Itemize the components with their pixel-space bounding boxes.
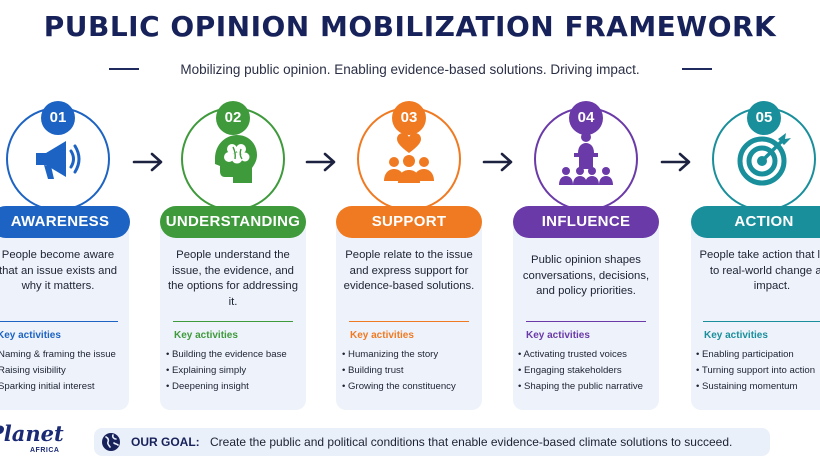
divider [703,321,820,322]
subtitle-divider-right [682,68,712,70]
stage-title: SUPPORT [336,206,482,238]
list-item: Turning support into action [696,363,815,379]
arrow-right-icon [660,152,691,172]
goal-label: OUR GOAL: [131,435,200,449]
stage-number: 04 [569,101,603,135]
divider [173,321,293,322]
list-item: Building trust [342,363,456,379]
stage-number: 01 [41,101,75,135]
stage-description: Public opinion shapes conversations, dec… [522,254,650,297]
goal-bar [94,428,770,456]
key-activities-heading: Key activities [174,330,238,341]
stage-description: People become aware that an issue exists… [0,249,118,292]
planet-africa-logo: Planet AFRICA [0,420,64,458]
target-arrow-icon [737,133,791,186]
list-item: Humanizing the story [342,347,456,363]
arrow-right-icon [132,152,163,172]
list-item: Raising visibility [0,363,116,379]
logo-text: Planet [0,421,64,446]
subtitle-divider-left [109,68,139,70]
page-title: PUBLIC OPINION MOBILIZATION FRAMEWORK [43,10,777,43]
divider [526,321,646,322]
stage-number: 03 [392,101,426,135]
list-item: Building the evidence base [166,347,287,363]
key-activities-heading: Key activities [704,330,768,341]
activities-list: Activating trusted voices Engaging stake… [518,347,643,395]
logo-subtext: AFRICA [30,447,60,454]
divider [0,321,118,322]
stage-title: AWARENESS [0,206,130,238]
activities-list: Humanizing the story Building trust Grow… [342,347,456,395]
list-item: Sustaining momentum [696,379,815,395]
key-activities-heading: Key activities [350,330,414,341]
activities-list: Enabling participation Turning support i… [696,347,815,395]
list-item: Shaping the public narrative [518,379,643,395]
heart-people-icon [384,133,434,183]
goal-text: Create the public and political conditio… [210,435,733,449]
arrow-right-icon [305,152,336,172]
stage-title: ACTION [691,206,820,238]
globe-icon [102,433,120,451]
list-item: Engaging stakeholders [518,363,643,379]
stage-title: UNDERSTANDING [160,206,306,238]
podium-audience-icon [559,132,613,185]
stage-description: People take action that leads to real-wo… [699,249,820,292]
megaphone-icon [36,141,81,179]
stage-description: People understand the issue, the evidenc… [168,249,298,308]
page-subtitle: Mobilizing public opinion. Enabling evid… [180,62,640,77]
activities-list: Building the evidence base Explaining si… [166,347,287,395]
stage-number: 02 [216,101,250,135]
list-item: Explaining simply [166,363,287,379]
activities-list: Naming & framing the issue Raising visib… [0,347,116,395]
list-item: Naming & framing the issue [0,347,116,363]
stage-title: INFLUENCE [513,206,659,238]
brain-head-icon [215,135,257,183]
stage-number: 05 [747,101,781,135]
list-item: Sparking initial interest [0,379,116,395]
list-item: Deepening insight [166,379,287,395]
arrow-right-icon [482,152,513,172]
key-activities-heading: Key activities [0,330,61,341]
list-item: Activating trusted voices [518,347,643,363]
divider [349,321,469,322]
list-item: Enabling participation [696,347,815,363]
stage-description: People relate to the issue and express s… [343,249,475,292]
list-item: Growing the constituency [342,379,456,395]
key-activities-heading: Key activities [526,330,590,341]
